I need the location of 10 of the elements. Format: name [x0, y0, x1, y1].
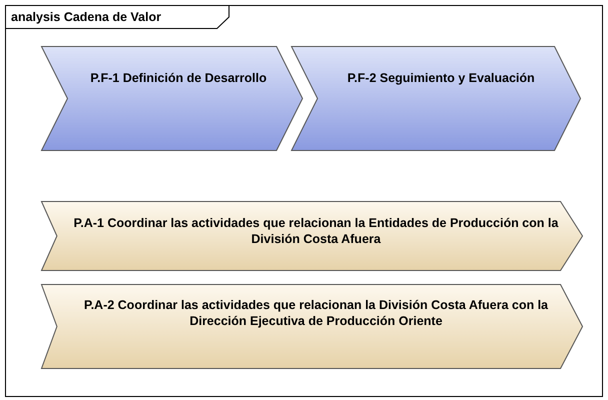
- chevron-process-shape: [291, 46, 581, 151]
- arrow-process-shape: [41, 284, 583, 369]
- process-label: P.A-1 Coordinar las actividades que relacionan la Entidades de Producción con la División Costa Afuera: [72, 215, 560, 247]
- diagram-frame: [5, 5, 603, 397]
- process-label: P.F-2 Seguimiento y Evaluación: [346, 70, 536, 86]
- process-label: P.A-2 Coordinar las actividades que relacionan la División Costa Afuera con la Dirección Ejecutiva de Producción Oriente: [82, 297, 550, 329]
- chevron-process-shape: [41, 46, 303, 151]
- process-label: P.F-1 Definición de Desarrollo: [89, 70, 268, 86]
- frame-title: analysis Cadena de Valor: [11, 9, 162, 25]
- arrow-process-shape: [41, 201, 583, 271]
